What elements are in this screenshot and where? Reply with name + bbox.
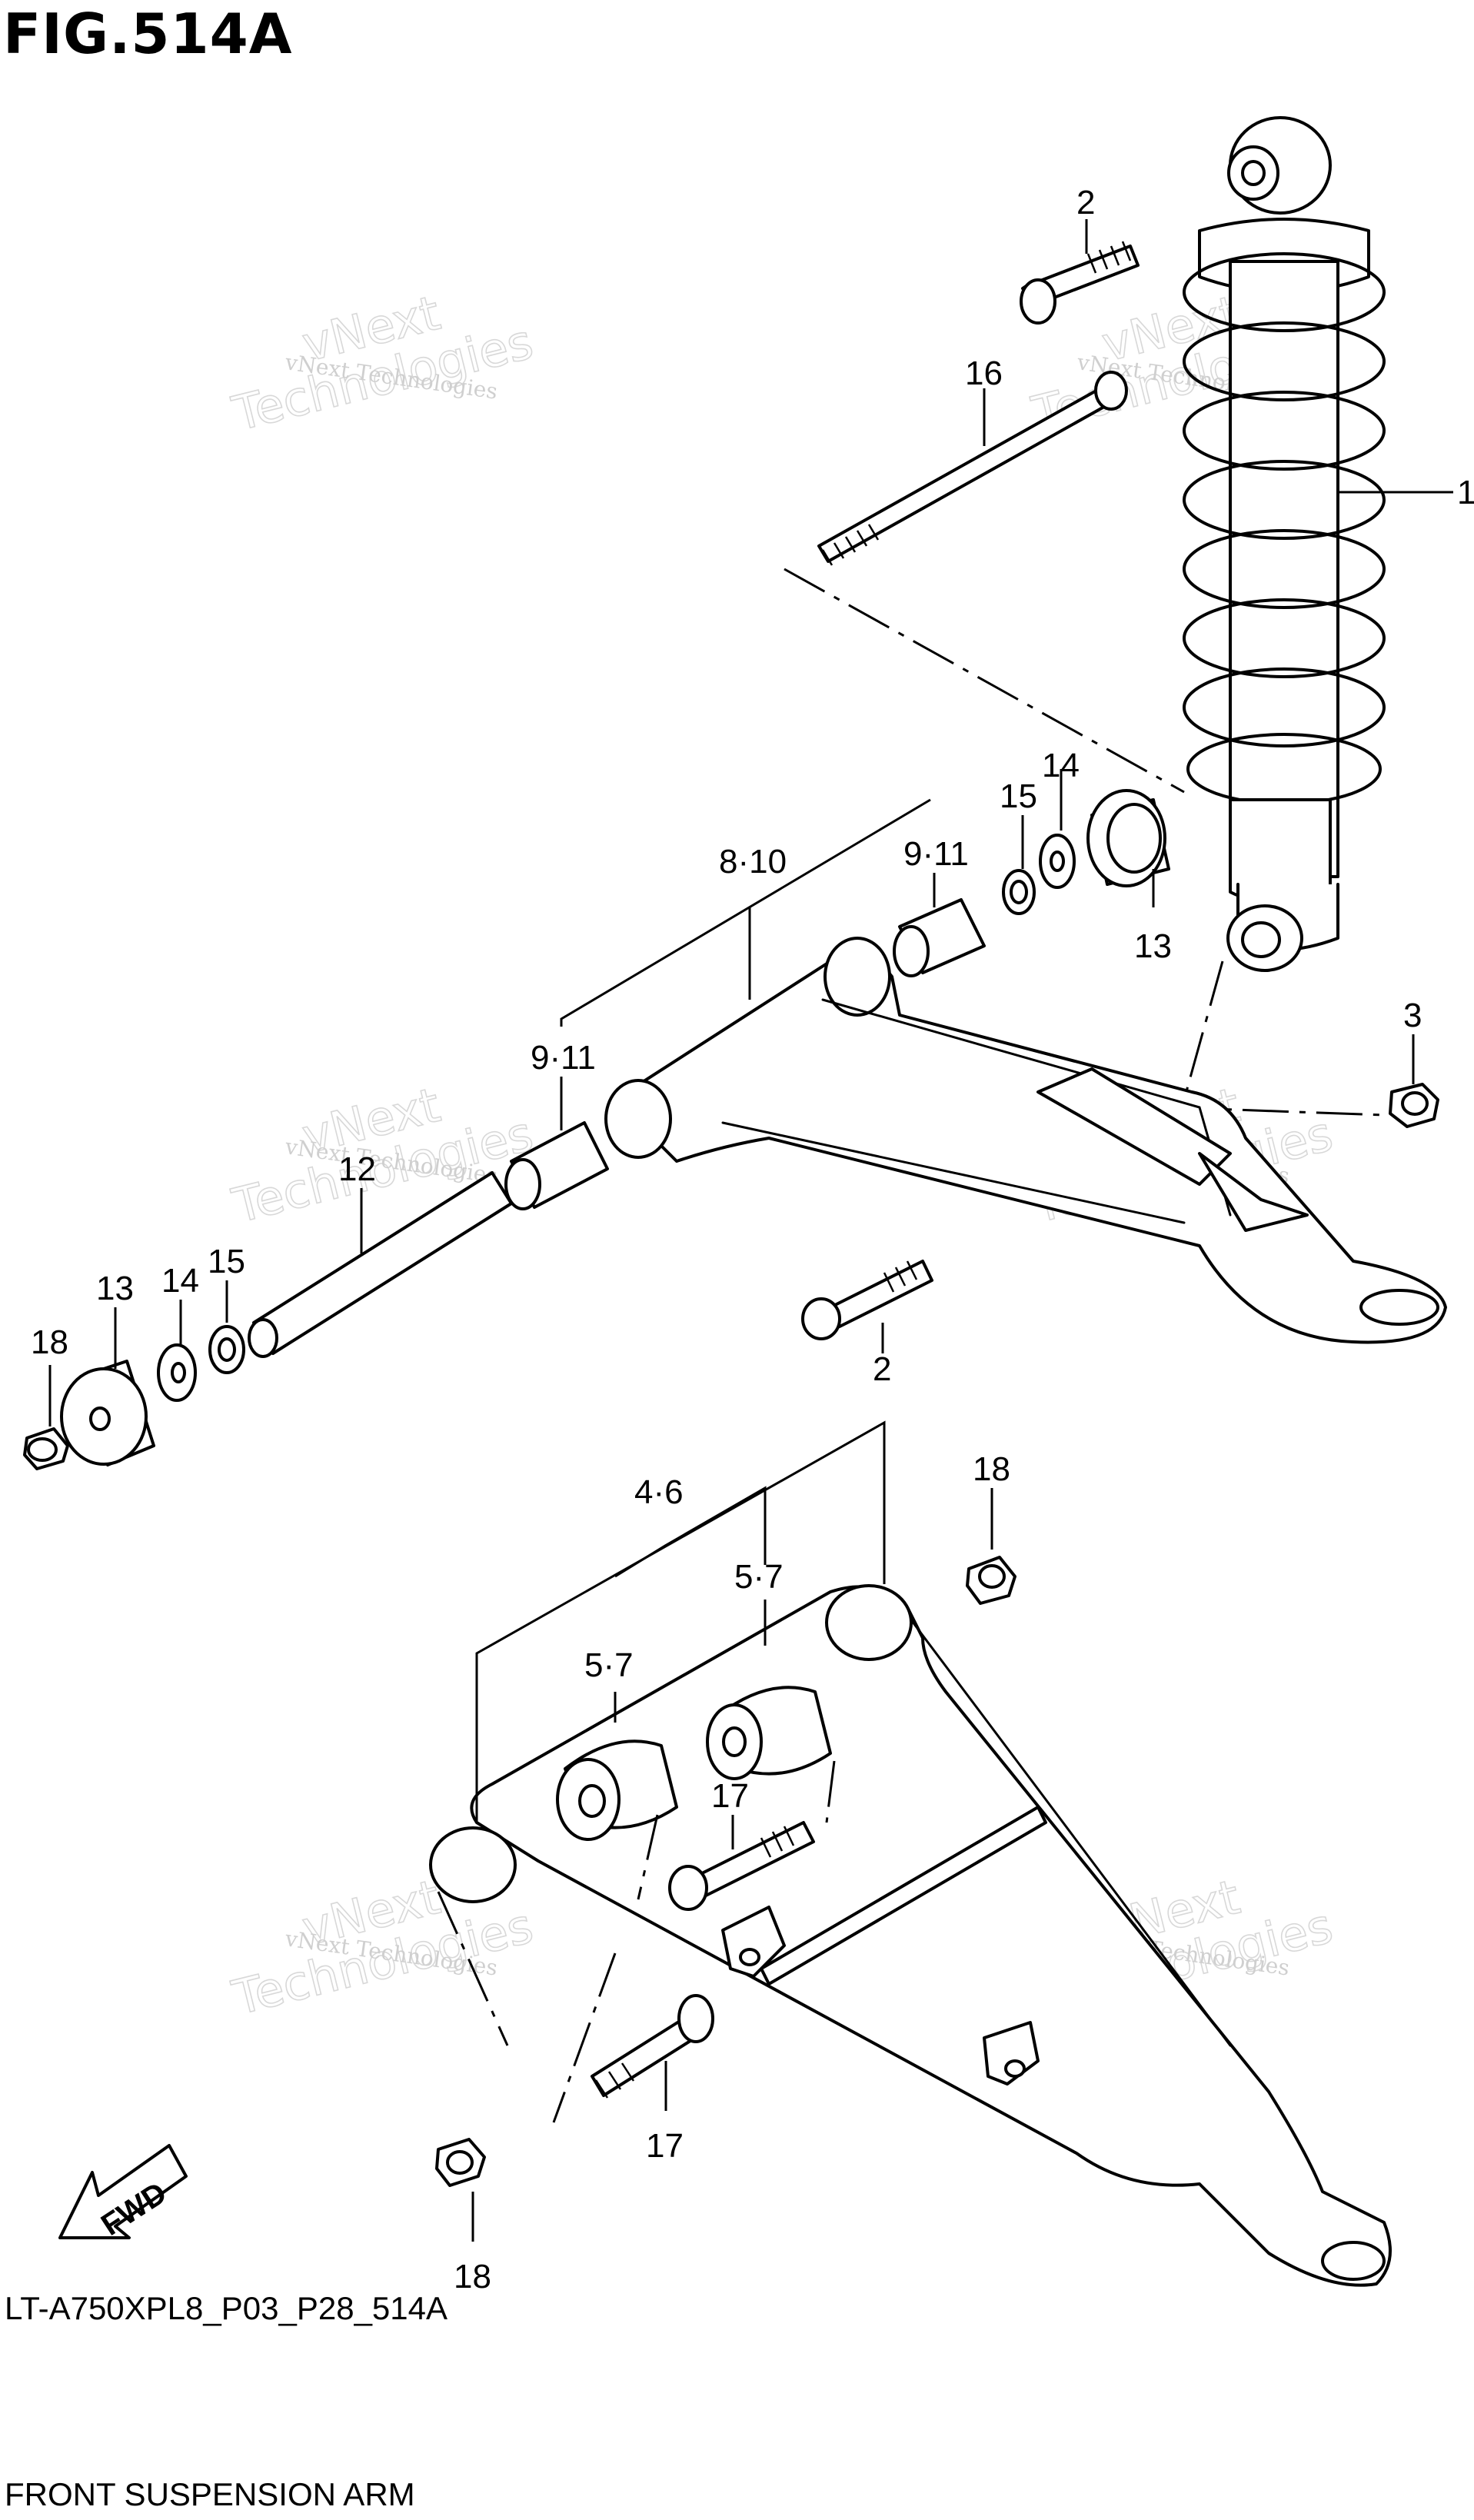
ref-line-16 bbox=[784, 568, 1185, 794]
ref-line-shock bbox=[1183, 960, 1224, 1100]
bracket-4-6 bbox=[614, 1486, 767, 1578]
reference-code: LT-A750XPL8_P03_P28_514A bbox=[5, 2290, 448, 2326]
washer-14-left bbox=[157, 1300, 197, 1402]
collar-9-11-left bbox=[504, 1077, 609, 1210]
callout-16: 16 bbox=[965, 355, 1003, 392]
lower-arm bbox=[429, 1420, 1392, 2287]
bolt-2-lower bbox=[801, 1260, 933, 1353]
callout-15-left: 15 bbox=[208, 1243, 245, 1280]
callout-14-left: 14 bbox=[161, 1262, 199, 1300]
bolt-16 bbox=[817, 371, 1128, 566]
callout-13-right: 13 bbox=[1134, 927, 1172, 965]
callout-15-right: 15 bbox=[1000, 777, 1037, 815]
callout-5-7-lower: 5·7 bbox=[584, 1646, 634, 1684]
callout-9-11-left: 9·11 bbox=[531, 1039, 596, 1077]
coil-spring bbox=[1183, 252, 1386, 805]
upper-arm bbox=[560, 798, 1447, 1344]
callout-12: 12 bbox=[338, 1150, 376, 1188]
callout-5-7-upper: 5·7 bbox=[734, 1558, 784, 1596]
collar-9-11-right bbox=[893, 873, 986, 977]
washer-15-left bbox=[208, 1280, 245, 1374]
figure-caption: FRONT SUSPENSION ARM bbox=[5, 2476, 415, 2512]
callout-17-lower: 17 bbox=[646, 2127, 684, 2165]
watermark-top-left: vNext Technologies vNext Technologies bbox=[226, 284, 539, 442]
callout-9-11-right: 9·11 bbox=[903, 835, 969, 873]
nut-3 bbox=[1389, 1034, 1439, 1128]
figure-title: FIG.514A bbox=[3, 2, 293, 66]
callout-4-6: 4·6 bbox=[634, 1473, 684, 1511]
bolt-2-upper bbox=[1020, 219, 1140, 325]
nut-18-upper-right bbox=[966, 1488, 1016, 1605]
ref-line-18-lower bbox=[437, 1891, 509, 2046]
callout-18-left: 18 bbox=[31, 1323, 68, 1361]
bushing-13-left bbox=[60, 1307, 155, 1466]
callout-18-lower: 18 bbox=[454, 2258, 491, 2295]
callout-3: 3 bbox=[1403, 997, 1422, 1034]
callout-14-right: 14 bbox=[1042, 747, 1080, 784]
bushing-13-right bbox=[1086, 789, 1170, 907]
bolt-17-lower bbox=[591, 1994, 714, 2111]
bushing-5-7-upper bbox=[706, 1600, 832, 1780]
callout-2-upper: 2 bbox=[1076, 184, 1095, 221]
bolt-17-upper bbox=[668, 1815, 815, 1911]
nut-18-left bbox=[23, 1365, 69, 1470]
callout-17-upper: 17 bbox=[711, 1777, 749, 1815]
callout-8-10: 8·10 bbox=[719, 843, 787, 881]
shock-absorber bbox=[1183, 116, 1453, 972]
ref-line-17-upper bbox=[825, 1760, 836, 1823]
ref-line-17-lower bbox=[552, 1952, 617, 2123]
ref-line-5-7 bbox=[637, 1814, 659, 1900]
nut-18-lower bbox=[435, 2138, 486, 2242]
washer-15-right bbox=[1002, 815, 1036, 915]
fwd-arrow-icon: FWD bbox=[58, 2144, 188, 2242]
bushing-5-7-lower bbox=[556, 1692, 678, 1841]
callout-2-lower: 2 bbox=[873, 1350, 891, 1388]
shaft-12 bbox=[248, 1171, 513, 1358]
callout-18-upper-right: 18 bbox=[973, 1450, 1010, 1488]
callout-1: 1 bbox=[1457, 474, 1474, 511]
washer-14-right bbox=[1039, 769, 1076, 889]
callout-13-left: 13 bbox=[96, 1270, 134, 1307]
